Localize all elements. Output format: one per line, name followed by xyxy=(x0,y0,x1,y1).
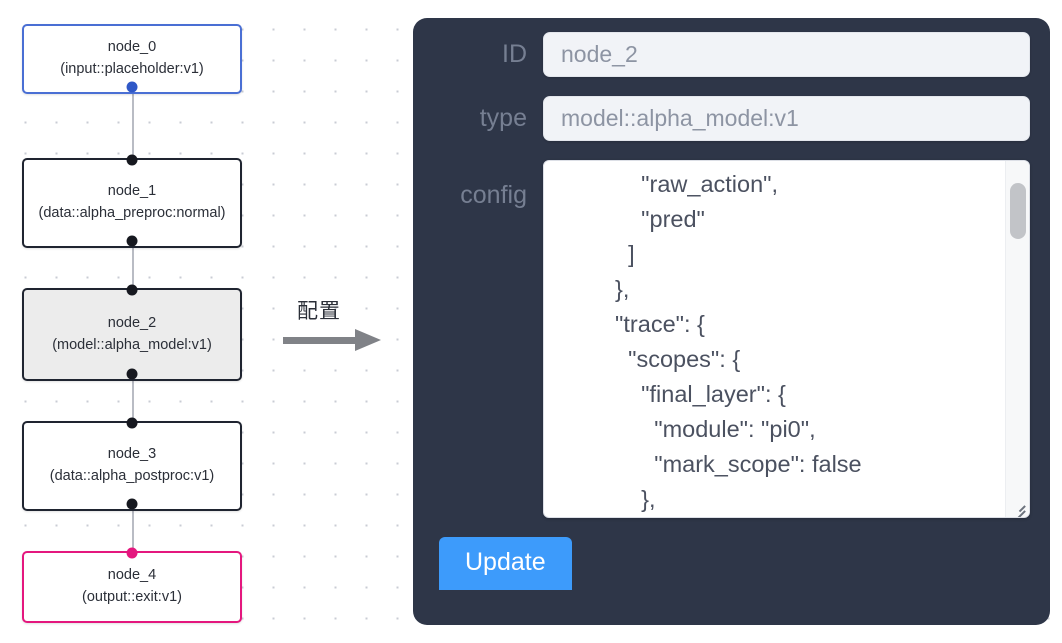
right-arrow-icon xyxy=(283,329,387,352)
config-label: config xyxy=(460,181,527,209)
config-textarea[interactable]: "raw_action", "pred" ] }, "trace": { "sc… xyxy=(543,160,1030,518)
node-type-label: (input::placeholder:v1) xyxy=(60,61,204,77)
flow-annotation: 配置 xyxy=(283,295,398,365)
node-graph[interactable]: node_0(input::placeholder:v1)node_1(data… xyxy=(0,0,400,643)
type-row: type model::alpha_model:v1 xyxy=(421,96,1030,141)
annotation-caption: 配置 xyxy=(297,299,341,323)
node-handle-source[interactable] xyxy=(126,235,138,246)
config-scrollbar[interactable] xyxy=(1005,161,1029,517)
node-name-label: node_2 xyxy=(107,314,157,331)
node-type-label: (model::alpha_model:v1) xyxy=(52,336,212,353)
node-name-label: node_3 xyxy=(107,446,157,463)
node-type-label: (output::exit:v1) xyxy=(82,589,182,605)
node-handle-target[interactable] xyxy=(126,417,138,429)
node-name-label: node_4 xyxy=(107,567,157,584)
graph-node-node_4[interactable]: node_4(output::exit:v1) xyxy=(22,547,242,623)
id-row: ID node_2 xyxy=(421,32,1030,77)
node-handle-target[interactable] xyxy=(126,547,138,559)
config-scrollbar-thumb[interactable] xyxy=(1010,183,1026,239)
node-handle-target[interactable] xyxy=(126,284,138,296)
update-button[interactable]: Update xyxy=(439,537,572,590)
id-input[interactable]: node_2 xyxy=(543,32,1030,77)
node-handle-target[interactable] xyxy=(126,154,138,166)
id-label: ID xyxy=(502,39,527,68)
graph-edge-node_3-node_4[interactable] xyxy=(132,511,134,551)
node-name-label: node_0 xyxy=(107,39,157,56)
type-input[interactable]: model::alpha_model:v1 xyxy=(543,96,1030,141)
graph-node-node_0[interactable]: node_0(input::placeholder:v1) xyxy=(22,24,242,94)
node-handle-source[interactable] xyxy=(126,368,138,379)
type-label: type xyxy=(479,103,527,132)
config-row: config "raw_action", "pred" ] }, "trace"… xyxy=(421,160,1030,518)
graph-edge-node_1-node_2[interactable] xyxy=(132,248,134,288)
resize-handle-icon[interactable] xyxy=(1009,498,1027,517)
node-type-label: (data::alpha_postproc:v1) xyxy=(49,468,215,484)
node-type-label: (data::alpha_preproc:normal) xyxy=(38,205,226,221)
node-handle-source[interactable] xyxy=(126,498,138,509)
node-name-label: node_1 xyxy=(107,183,157,200)
arrow-shaft xyxy=(283,337,359,344)
config-textarea-content[interactable]: "raw_action", "pred" ] }, "trace": { "sc… xyxy=(615,171,862,512)
node-inspector-panel: ID node_2 type model::alpha_model:v1 con… xyxy=(413,18,1050,625)
graph-edge-node_0-node_1[interactable] xyxy=(132,94,134,158)
graph-node-node_2[interactable]: node_2(model::alpha_model:v1) xyxy=(22,284,242,381)
graph-node-node_1[interactable]: node_1(data::alpha_preproc:normal) xyxy=(22,154,242,248)
arrow-head xyxy=(355,329,381,351)
graph-node-node_3[interactable]: node_3(data::alpha_postproc:v1) xyxy=(22,417,242,511)
actions-row: Update xyxy=(421,537,1030,590)
graph-edge-node_2-node_3[interactable] xyxy=(132,381,134,421)
node-handle-source[interactable] xyxy=(126,81,138,92)
